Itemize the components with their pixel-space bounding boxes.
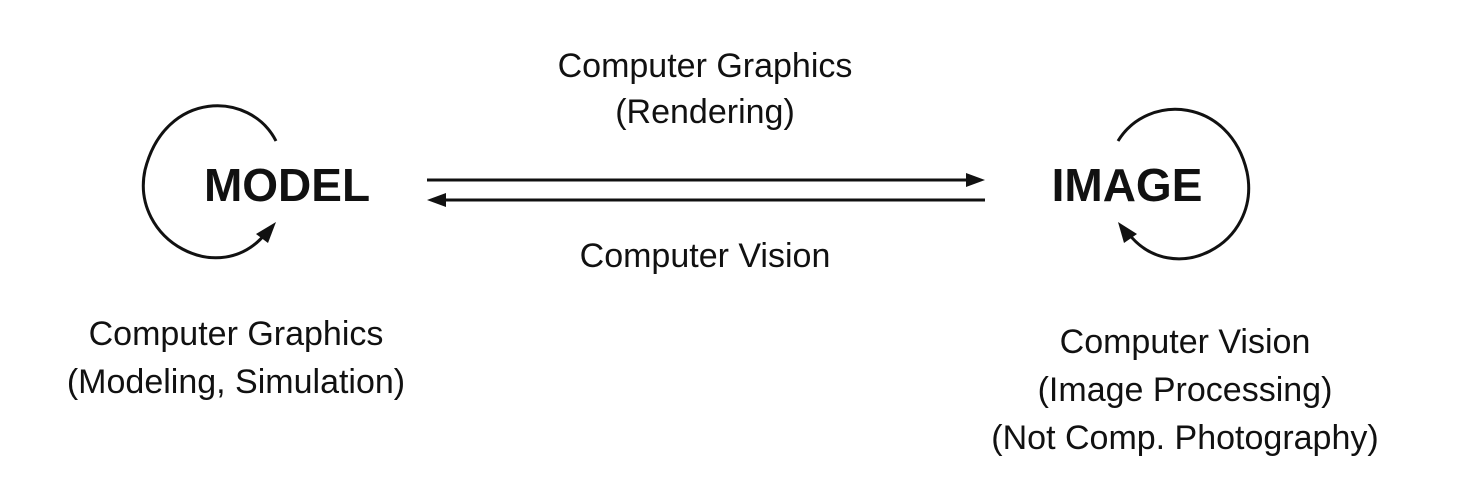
model-loop-label: Computer Graphics: [89, 315, 384, 353]
model-loop-curve: [141, 104, 278, 260]
model-self-loop: [141, 104, 278, 260]
forward-edge-sublabel: (Rendering): [615, 93, 795, 131]
image-loop-sublabel: (Image Processing): [1038, 371, 1333, 409]
backward-arrowhead: [427, 193, 446, 207]
forward-arrow: [427, 173, 985, 187]
image-loop-arrowhead: [1118, 222, 1137, 243]
backward-edge-label: Computer Vision: [580, 237, 831, 275]
model-loop-arrowhead: [256, 222, 276, 243]
model-node-label: MODEL: [204, 159, 370, 211]
forward-edge-label: Computer Graphics: [558, 47, 853, 85]
image-self-loop: [1116, 107, 1251, 261]
backward-arrow: [427, 193, 985, 207]
image-node-label: IMAGE: [1052, 159, 1203, 211]
image-loop-note: (Not Comp. Photography): [991, 419, 1378, 457]
model-loop-sublabel: (Modeling, Simulation): [67, 363, 405, 401]
image-loop-curve: [1116, 107, 1251, 261]
image-loop-label: Computer Vision: [1060, 323, 1311, 361]
forward-arrowhead: [966, 173, 985, 187]
